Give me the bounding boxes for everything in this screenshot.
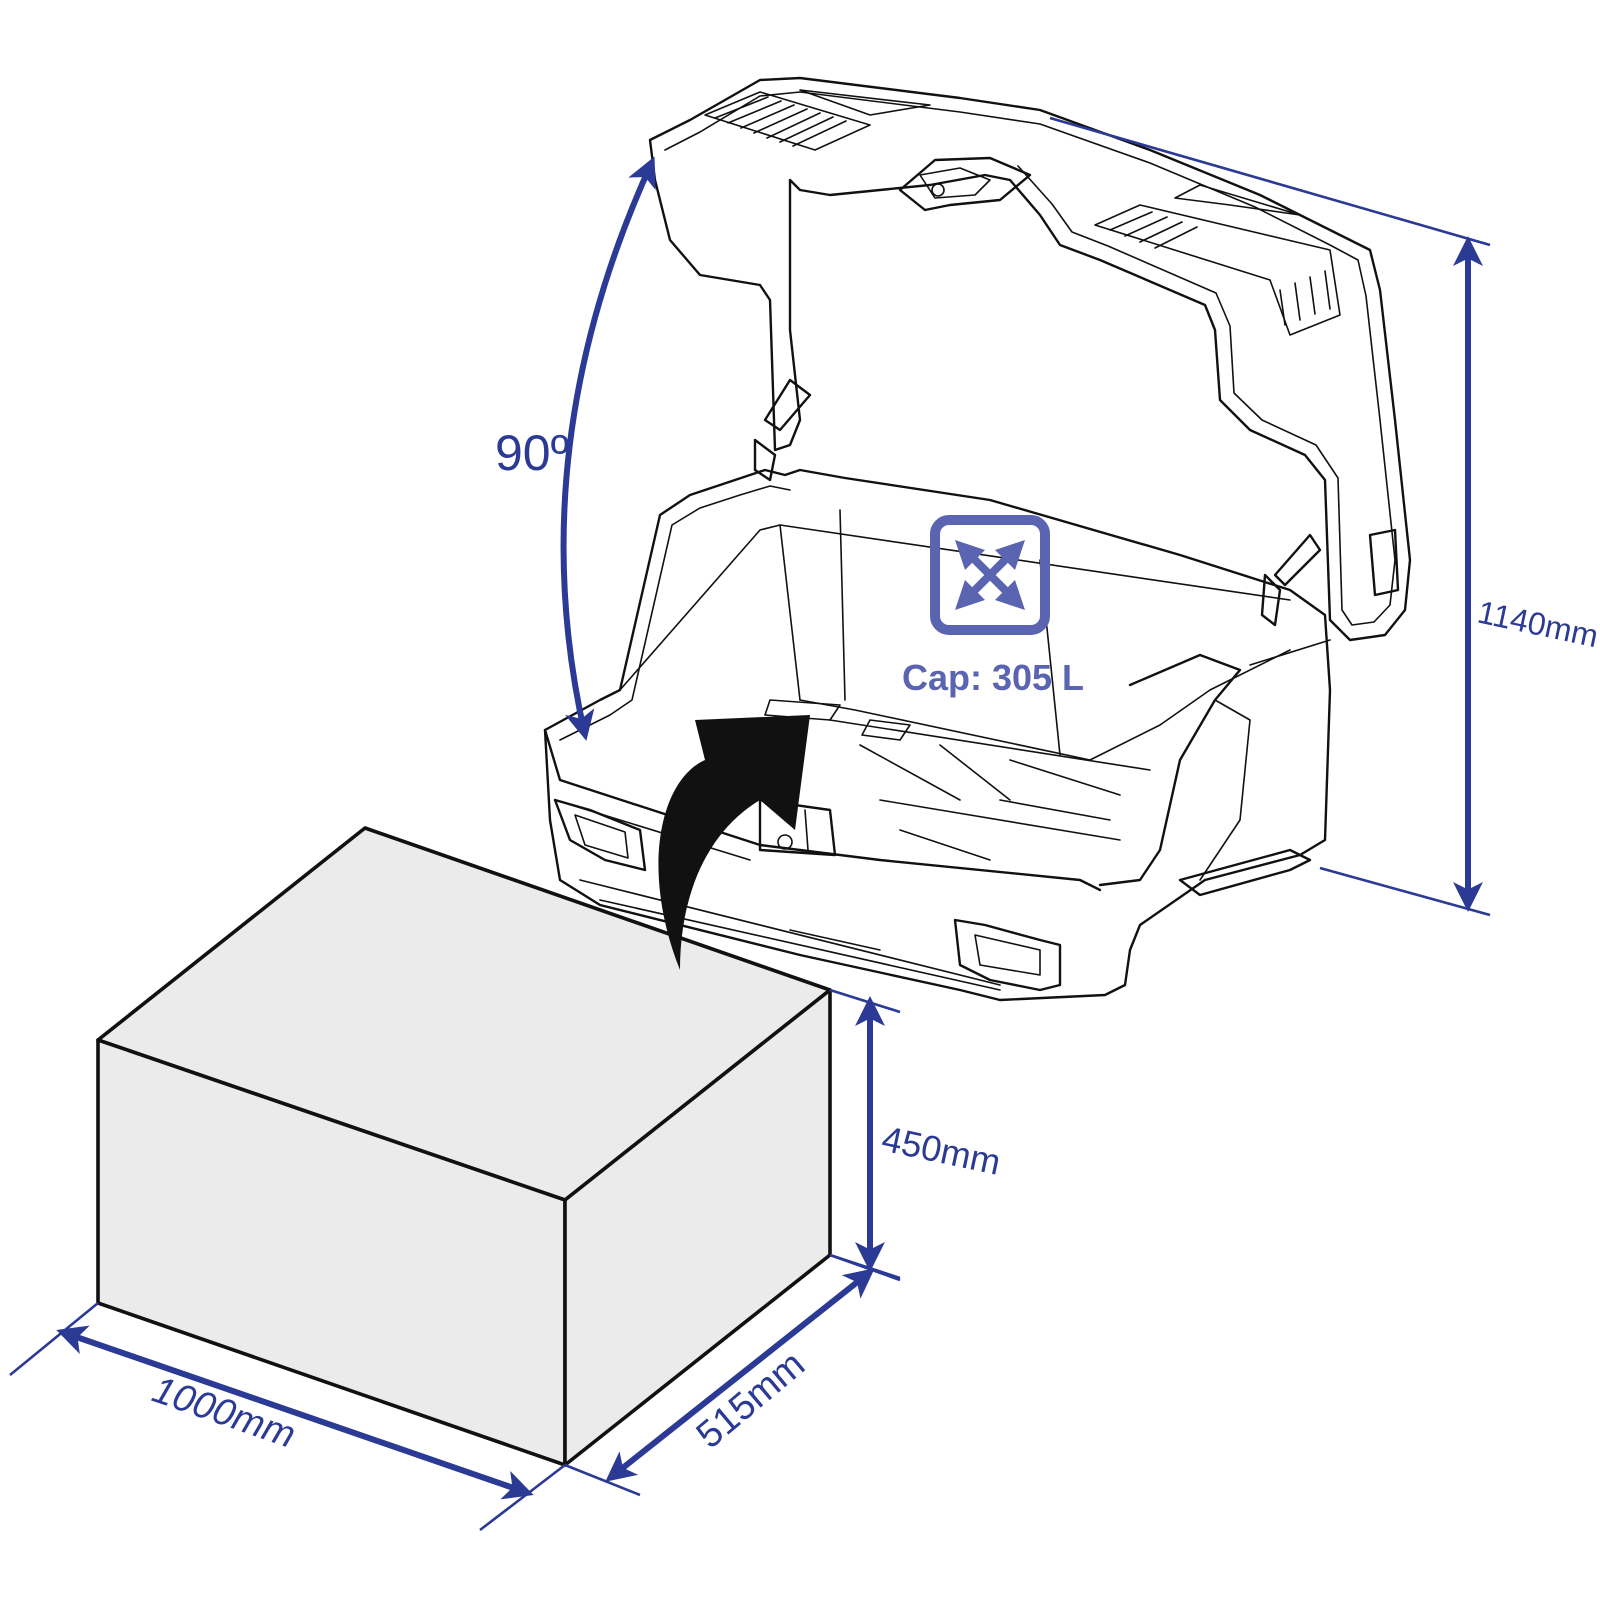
depth-extension-left <box>564 1463 641 1497</box>
lid-vent-right <box>1094 184 1341 336</box>
expand-arrows-icon <box>930 515 1050 635</box>
length-line <box>56 1325 534 1500</box>
curved-arrow-icon <box>658 715 810 970</box>
capacity-badge: Cap: 305 L <box>902 515 1084 698</box>
front-handle-left <box>553 798 647 872</box>
capacity-label: Cap: 305 L <box>902 657 1084 698</box>
length-extension-left <box>9 1301 99 1377</box>
length-extension-right <box>479 1463 566 1532</box>
depth-extension-right <box>829 1253 901 1282</box>
angle-label: 90º <box>495 425 569 481</box>
height-box-label: 450mm <box>878 1118 1004 1183</box>
cargo-box-drawing: Cap: 305 L <box>543 76 1412 1002</box>
lid-vent-left <box>704 89 931 151</box>
front-lock <box>758 798 837 857</box>
angle-arc <box>560 156 656 741</box>
height-total-extension-top <box>1049 116 1491 247</box>
height-total-extension-bottom <box>1319 866 1491 917</box>
cargo-box-lid <box>648 76 1412 642</box>
length-label: 1000mm <box>147 1369 300 1457</box>
packaging-box <box>96 826 832 1467</box>
height-box-extension-top <box>829 988 901 1014</box>
dimension-lines <box>9 116 1491 1532</box>
height-total-label: 1140mm <box>1475 594 1600 655</box>
depth-line <box>605 1268 875 1482</box>
lid-latch <box>898 156 1032 212</box>
front-handle-right <box>953 918 1062 992</box>
